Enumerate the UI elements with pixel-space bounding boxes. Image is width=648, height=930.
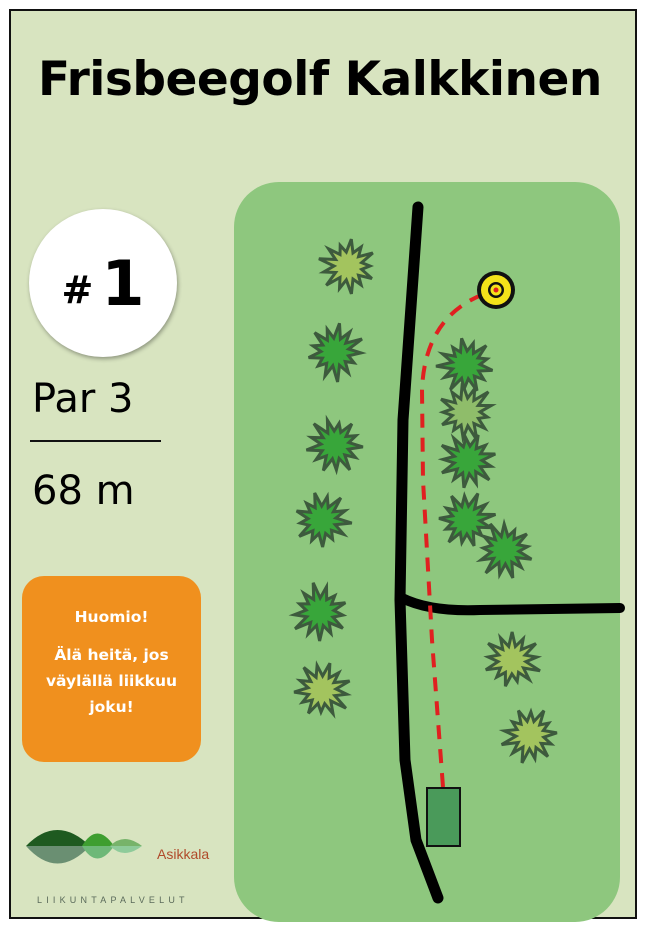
hole-hash: # [61, 268, 94, 312]
tree-icon [483, 631, 543, 687]
logo-name: Asikkala [157, 846, 209, 862]
flight-line [419, 288, 497, 788]
tree-icon [475, 518, 533, 580]
hole-number-badge: # 1 [29, 209, 177, 357]
tree-icon [498, 707, 558, 764]
tree-icon [435, 337, 494, 394]
notice-line: joku! [89, 698, 134, 716]
basket-icon [477, 271, 515, 309]
tree-icon [293, 660, 352, 719]
tree-icon [288, 581, 348, 642]
tree-icon [307, 322, 367, 383]
main-path [394, 201, 444, 904]
par-label: Par 3 [32, 376, 134, 422]
tee-pad [426, 787, 461, 847]
tree-icon [295, 491, 353, 548]
asikkala-logo: Asikkala LIIKUNTAPALVELUT [26, 830, 209, 905]
page-title: Frisbeegolf Kalkkinen [38, 52, 602, 107]
notice-line: Älä heitä, jos [54, 646, 169, 664]
tree-icon [437, 433, 496, 489]
notice-heading: Huomio! [74, 608, 149, 626]
divider [30, 440, 161, 442]
distance-label: 68 m [32, 468, 135, 514]
side-path [397, 593, 625, 616]
tree-icon [438, 382, 497, 444]
notice-line: väylällä liikkuu [45, 672, 178, 690]
hole-number: 1 [101, 246, 145, 320]
tree-icon [305, 414, 364, 476]
tree-icon [318, 238, 374, 295]
logo-subtitle: LIIKUNTAPALVELUT [37, 895, 189, 905]
tree-icon [438, 491, 497, 547]
warning-notice: Huomio! Älä heitä, jos väylällä liikkuu … [22, 576, 201, 762]
